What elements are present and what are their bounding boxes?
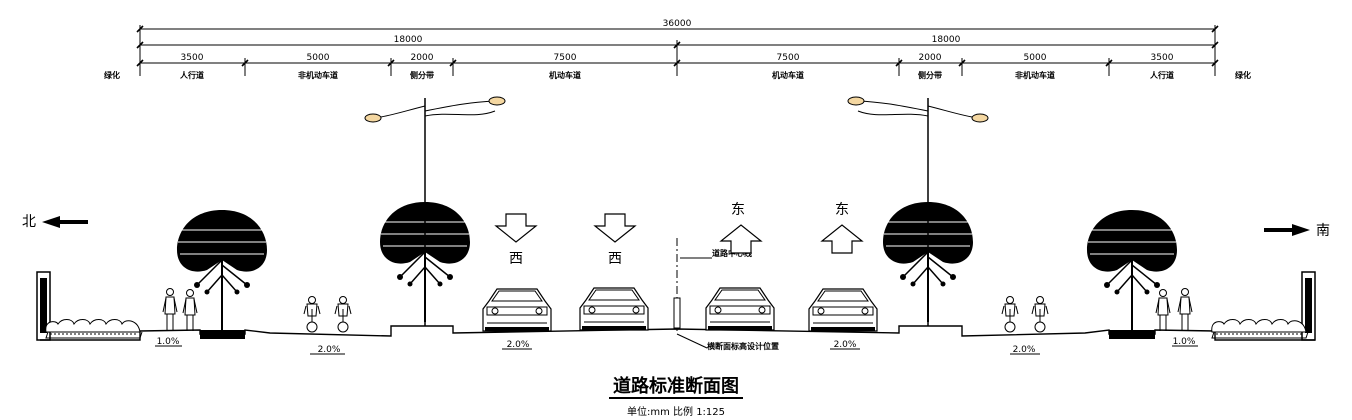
boundary-post-left: [36, 271, 51, 341]
design-elevation-label: 横断面标高设计位置: [707, 341, 779, 351]
pedestrian: [162, 288, 178, 331]
dimension-ticks: [136, 25, 1219, 67]
segment-width-label: 7500: [554, 53, 577, 63]
shrub-left: [45, 319, 143, 339]
segment-width-label: 5000: [307, 53, 330, 63]
slope-label-bike-right: 2.0%: [1013, 345, 1036, 355]
car-westbound-1: [482, 288, 552, 332]
direction-label-west: 西: [509, 251, 523, 267]
zone-label-divider-left: 侧分带: [410, 70, 434, 80]
north-label: 北: [22, 214, 36, 230]
zone-label-sidewalk-left: 人行道: [180, 70, 204, 80]
segment-width-label: 5000: [1024, 53, 1047, 63]
slope-label-sidewalk-left: 1.0%: [157, 337, 180, 347]
design-elevation-leader: [676, 333, 708, 349]
drawing-title-text: 道路标准断面图: [609, 376, 743, 399]
cyclist: [303, 296, 321, 333]
segment-width-label: 2000: [411, 53, 434, 63]
dimension-lines: [139, 25, 1216, 76]
south-label: 南: [1316, 223, 1330, 239]
centerline-marker: [673, 297, 681, 329]
car-eastbound-2: [808, 288, 878, 332]
zone-label-motor-left: 机动车道: [549, 70, 581, 80]
right-half-width-label: 18000: [932, 35, 961, 45]
total-width-label: 36000: [663, 19, 692, 29]
zone-label-sidewalk-right: 人行道: [1150, 70, 1174, 80]
pedestrian: [182, 289, 198, 332]
north-arrow-icon: [42, 216, 88, 228]
segment-width-label: 3500: [181, 53, 204, 63]
drawing-title: 道路标准断面图: [0, 372, 1352, 399]
boundary-post-right: [1301, 271, 1316, 341]
slope-label-sidewalk-right: 1.0%: [1173, 337, 1196, 347]
zone-label-green-right: 绿化: [1235, 70, 1251, 80]
zone-label-motor-right: 机动车道: [772, 70, 804, 80]
car-eastbound-1: [705, 287, 775, 331]
zone-label-divider-right: 侧分带: [918, 70, 942, 80]
zone-label-bike-left: 非机动车道: [298, 70, 338, 80]
south-arrow-icon: [1264, 224, 1310, 236]
tree-pit-left: [200, 330, 245, 339]
left-half-width-label: 18000: [394, 35, 423, 45]
direction-label-east: 东: [835, 202, 849, 218]
zone-label-bike-right: 非机动车道: [1015, 70, 1055, 80]
pedestrian: [1155, 289, 1171, 332]
shrub-right: [1211, 319, 1309, 339]
slope-label-motor-left: 2.0%: [507, 340, 530, 350]
eastbound-arrow-icon: [821, 224, 863, 254]
tree-pit-right: [1109, 330, 1155, 339]
slope-label-motor-right: 2.0%: [834, 340, 857, 350]
cyclist: [334, 296, 352, 333]
direction-label-east: 东: [731, 202, 745, 218]
drawing-scale-note: 单位:mm 比例 1:125: [626, 407, 726, 418]
pedestrian: [1177, 288, 1193, 331]
segment-width-label: 7500: [777, 53, 800, 63]
tree-left-outer: [176, 209, 268, 331]
direction-label-west: 西: [608, 251, 622, 267]
westbound-arrow-icon: [495, 213, 537, 243]
zone-label-green-left: 绿化: [104, 70, 120, 80]
slope-marks: [155, 345, 1198, 355]
westbound-arrow-icon: [594, 213, 636, 243]
segment-width-label: 2000: [919, 53, 942, 63]
car-westbound-2: [579, 287, 649, 331]
segment-width-label: 3500: [1151, 53, 1174, 63]
cyclist: [1031, 296, 1049, 333]
cyclist: [1001, 296, 1019, 333]
slope-label-bike-left: 2.0%: [318, 345, 341, 355]
tree-right-outer: [1086, 209, 1178, 331]
